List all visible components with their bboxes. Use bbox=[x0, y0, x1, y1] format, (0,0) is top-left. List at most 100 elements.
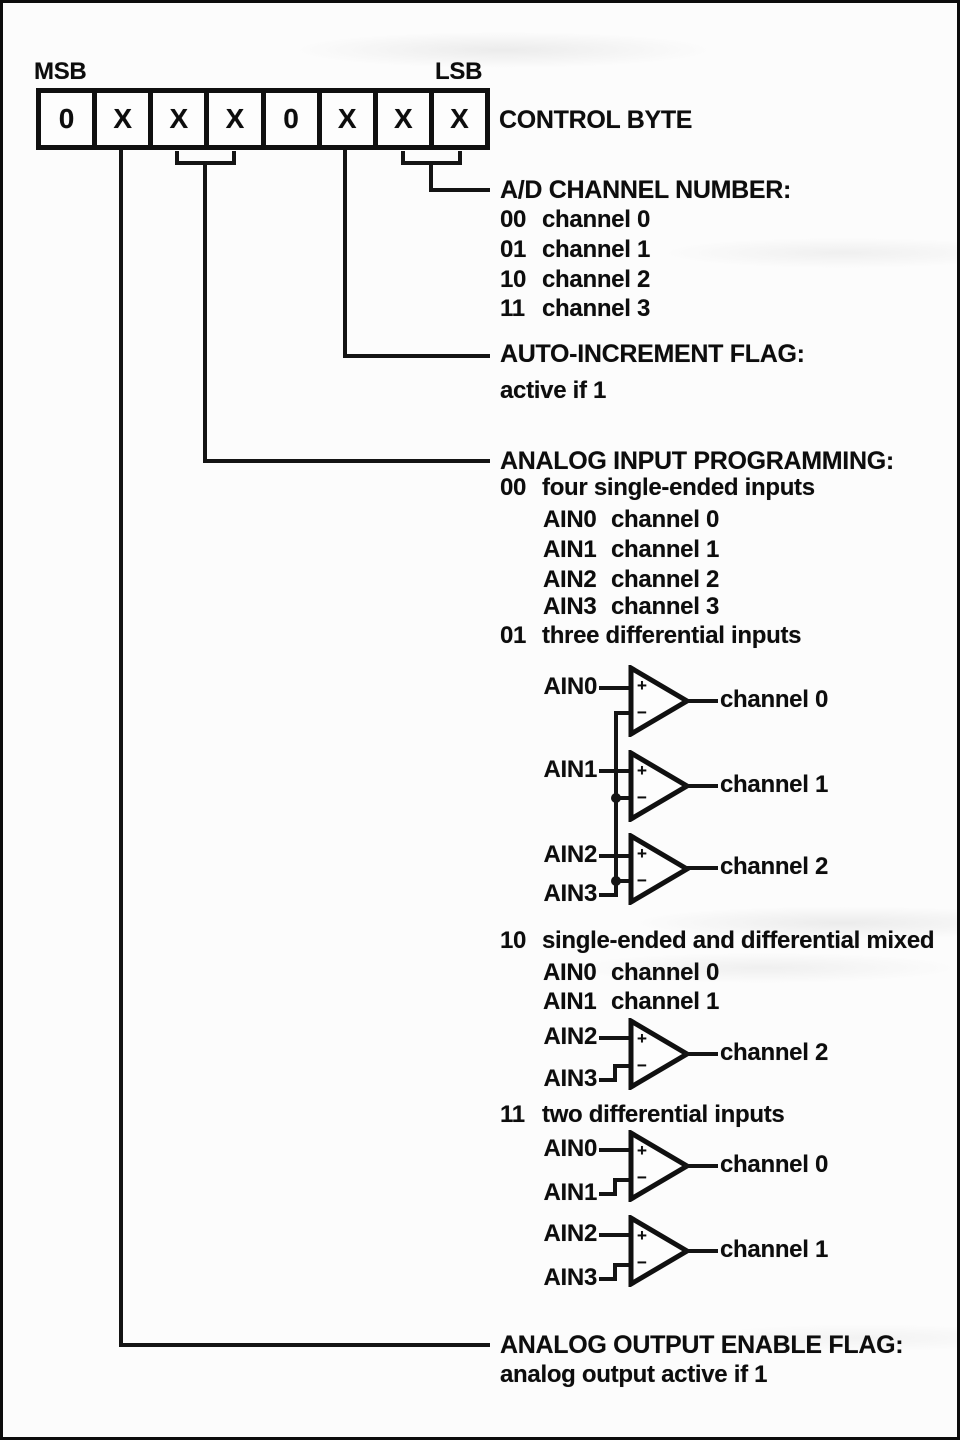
mode-10-row: 10 single-ended and differential mixed bbox=[500, 927, 935, 954]
wire bbox=[613, 1180, 617, 1196]
opamp-minus-mark: − bbox=[637, 1253, 647, 1272]
ad-channel-option: 00 channel 0 bbox=[500, 208, 650, 232]
option-code: 00 bbox=[500, 206, 527, 233]
wire bbox=[599, 1192, 617, 1196]
mode-01-row: 01 three differential inputs bbox=[500, 622, 802, 649]
opamp-minus-mark: − bbox=[637, 788, 647, 807]
bit-cell-1: X bbox=[378, 93, 434, 145]
bit-cell-5: X bbox=[153, 93, 210, 145]
shared-minus-bus bbox=[614, 711, 618, 897]
wire bbox=[684, 784, 718, 788]
channel-label: channel 1 bbox=[611, 988, 720, 1015]
opamp-plus-mark: + bbox=[637, 844, 647, 863]
opamp-icon: + − bbox=[628, 1130, 690, 1202]
wire bbox=[613, 1178, 630, 1182]
analog-output-note: analog output active if 1 bbox=[500, 1361, 768, 1388]
opamp-plus-mark: + bbox=[637, 1141, 647, 1160]
lsb-label: LSB bbox=[435, 58, 483, 85]
ad-channel-option: 10 channel 2 bbox=[500, 268, 650, 292]
bit-cell-2: X bbox=[322, 93, 378, 145]
wire bbox=[599, 893, 618, 897]
opamp-plus-mark: + bbox=[637, 1226, 647, 1245]
input-label-ain1: AIN1 bbox=[543, 756, 598, 783]
option-code: 01 bbox=[500, 236, 527, 263]
opamp-minus-mark: − bbox=[637, 871, 647, 890]
option-label: channel 1 bbox=[542, 236, 651, 263]
mode-code: 00 bbox=[500, 474, 527, 501]
mode-00-row: 00 four single-ended inputs bbox=[500, 476, 815, 500]
option-code: 11 bbox=[500, 295, 525, 322]
connector-line-auto-increment bbox=[343, 150, 347, 358]
input-label: AIN3 bbox=[543, 593, 597, 620]
channel-label: channel 0 bbox=[611, 959, 720, 986]
junction-dot bbox=[611, 793, 621, 803]
opamp-icon: + − bbox=[628, 665, 690, 737]
mode-label: single-ended and differential mixed bbox=[542, 927, 935, 954]
option-label: channel 2 bbox=[542, 266, 651, 293]
opamp-plus-mark: + bbox=[637, 1029, 647, 1048]
mode-code: 11 bbox=[500, 1101, 525, 1128]
wire bbox=[614, 711, 630, 715]
bit-cell-7: 0 bbox=[41, 93, 98, 145]
junction-dot bbox=[611, 876, 621, 886]
bit-cell-4: X bbox=[209, 93, 266, 145]
mode-label: four single-ended inputs bbox=[542, 474, 815, 501]
bracket-tick bbox=[232, 151, 236, 165]
channel-label: channel 3 bbox=[611, 593, 720, 620]
mode-11-row: 11 two differential inputs bbox=[500, 1101, 785, 1128]
wire bbox=[684, 1052, 718, 1056]
opamp-plus-mark: + bbox=[637, 761, 647, 780]
input-label-ain0: AIN0 bbox=[543, 1135, 598, 1162]
input-label: AIN1 bbox=[543, 536, 597, 563]
wire bbox=[684, 1249, 718, 1253]
wire bbox=[613, 1064, 630, 1068]
opamp-minus-mark: − bbox=[637, 1056, 647, 1075]
input-label-ain3: AIN3 bbox=[543, 1264, 598, 1291]
input-label: AIN1 bbox=[543, 988, 597, 1015]
channel-label: channel 1 bbox=[720, 1236, 829, 1263]
assignment-row: AIN0 channel 0 bbox=[543, 961, 719, 985]
control-byte-register: 0 X X X 0 X X X bbox=[36, 88, 490, 150]
wire bbox=[613, 1066, 617, 1082]
wire bbox=[614, 796, 630, 800]
wire bbox=[684, 699, 718, 703]
analog-input-heading: ANALOG INPUT PROGRAMMING: bbox=[500, 447, 894, 475]
wire bbox=[613, 1265, 617, 1281]
bit-cell-3: 0 bbox=[266, 93, 322, 145]
channel-label: channel 0 bbox=[720, 1151, 829, 1178]
channel-label: channel 0 bbox=[720, 686, 829, 713]
channel-label: channel 0 bbox=[611, 506, 720, 533]
connector-line-auto-increment bbox=[343, 354, 490, 358]
connector-line-ad-channel bbox=[429, 188, 490, 192]
wire bbox=[599, 1078, 617, 1082]
connector-line-ad-channel bbox=[429, 161, 433, 192]
mode-label: three differential inputs bbox=[542, 622, 802, 649]
bit-cell-6: X bbox=[97, 93, 154, 145]
wire bbox=[613, 1263, 630, 1267]
input-label: AIN0 bbox=[543, 506, 597, 533]
input-label-ain2: AIN2 bbox=[543, 841, 598, 868]
register-name: CONTROL BYTE bbox=[499, 106, 693, 134]
opamp-minus-mark: − bbox=[637, 703, 647, 722]
input-label-ain2: AIN2 bbox=[543, 1220, 598, 1247]
wire bbox=[599, 1233, 630, 1237]
ad-channel-option: 11 channel 3 bbox=[500, 297, 650, 321]
input-label-ain3: AIN3 bbox=[543, 1065, 598, 1092]
connector-line-analog-input bbox=[203, 459, 490, 463]
wire bbox=[684, 866, 718, 870]
opamp-icon: + − bbox=[628, 1018, 690, 1090]
option-code: 10 bbox=[500, 266, 527, 293]
input-label: AIN0 bbox=[543, 959, 597, 986]
input-label-ain2: AIN2 bbox=[543, 1023, 598, 1050]
connector-line-analog-input bbox=[203, 161, 207, 463]
wire bbox=[599, 686, 630, 690]
bracket-tick bbox=[401, 151, 405, 165]
input-label-ain0: AIN0 bbox=[543, 673, 598, 700]
input-label-ain3: AIN3 bbox=[543, 880, 598, 907]
opamp-icon: + − bbox=[628, 750, 690, 822]
opamp-icon: + − bbox=[628, 1215, 690, 1287]
analog-output-heading: ANALOG OUTPUT ENABLE FLAG: bbox=[500, 1331, 904, 1359]
assignment-row: AIN2 channel 2 bbox=[543, 568, 719, 592]
msb-label: MSB bbox=[34, 58, 87, 85]
bit-cell-0: X bbox=[450, 103, 469, 134]
